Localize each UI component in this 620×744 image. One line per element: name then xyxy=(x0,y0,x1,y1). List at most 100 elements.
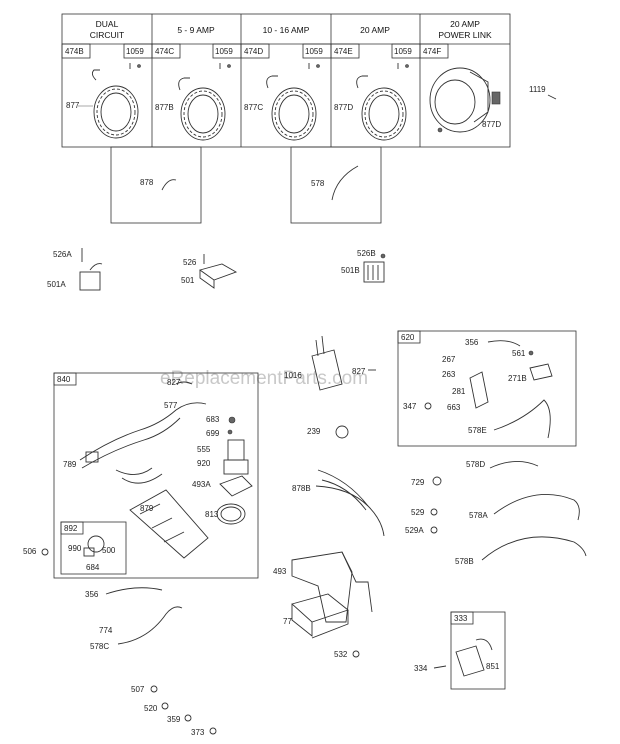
cell-alt-877b: 877B xyxy=(155,103,174,112)
callout-789: 789 xyxy=(63,460,77,469)
header-5-9-amp: 5 - 9 AMP xyxy=(177,25,215,35)
callout-578: 578 xyxy=(311,179,325,188)
callout-506: 506 xyxy=(23,547,37,556)
callout-267: 267 xyxy=(442,355,456,364)
regulator-icon xyxy=(79,248,103,291)
callout-561: 561 xyxy=(512,349,526,358)
box-578 xyxy=(290,146,382,224)
callout-555: 555 xyxy=(197,445,211,454)
cell-code-474e: 474E xyxy=(334,47,353,56)
callout-507: 507 xyxy=(131,685,145,694)
clip-icon xyxy=(430,508,438,516)
callout-920: 920 xyxy=(197,459,211,468)
callout-501: 501 xyxy=(181,276,195,285)
callout-851: 851 xyxy=(486,662,500,671)
cell-code-474c: 474C xyxy=(155,47,174,56)
cell-sub-1059-d: 1059 xyxy=(394,47,412,56)
callout-532: 532 xyxy=(334,650,348,659)
nut-icon xyxy=(150,685,158,693)
screw-icon xyxy=(547,94,557,100)
callout-879: 879 xyxy=(140,504,154,513)
callout-526: 526 xyxy=(183,258,197,267)
cell-code-474b: 474B xyxy=(65,47,84,56)
callout-684: 684 xyxy=(86,563,100,572)
battery-icon xyxy=(291,593,349,639)
callout-529a: 529A xyxy=(405,526,424,535)
stator-icon xyxy=(266,75,317,141)
callout-620: 620 xyxy=(401,333,415,342)
callout-526a: 526A xyxy=(53,250,72,259)
callout-699: 699 xyxy=(206,429,220,438)
cell-sub-1059-c: 1059 xyxy=(305,47,323,56)
callout-520: 520 xyxy=(144,704,158,713)
nut-icon xyxy=(41,548,49,556)
callout-347: 347 xyxy=(403,402,417,411)
callout-729: 729 xyxy=(411,478,425,487)
callout-878: 878 xyxy=(140,178,154,187)
sensor-icon xyxy=(335,425,349,439)
header-20-amp-power-link-line1: 20 AMP xyxy=(450,19,480,29)
callout-683: 683 xyxy=(206,415,220,424)
header-dual-circuit-line1: DUAL xyxy=(96,19,119,29)
cell-sub-1059-b: 1059 xyxy=(215,47,233,56)
box-878 xyxy=(110,146,202,224)
wire-icon xyxy=(489,461,539,469)
screw-icon xyxy=(219,63,231,69)
cell-sub-1059-a: 1059 xyxy=(126,47,144,56)
wire-icon xyxy=(117,606,183,645)
callout-578e: 578E xyxy=(468,426,487,435)
grommet-icon xyxy=(432,476,442,486)
callout-1016: 1016 xyxy=(284,371,302,380)
ignition-module-icon xyxy=(455,638,493,677)
ignition-switch-icon xyxy=(223,416,249,475)
callout-500: 500 xyxy=(102,546,116,555)
bracket-icon xyxy=(219,475,253,497)
callout-577: 577 xyxy=(164,401,178,410)
screw-icon xyxy=(397,63,409,69)
callout-281: 281 xyxy=(452,387,466,396)
callout-356-a: 356 xyxy=(465,338,479,347)
callout-239: 239 xyxy=(307,427,321,436)
callout-990: 990 xyxy=(68,544,82,553)
nut-icon xyxy=(209,727,217,735)
stator-icon xyxy=(178,77,226,141)
callout-77: 77 xyxy=(283,617,292,626)
callout-501a: 501A xyxy=(47,280,66,289)
callout-840: 840 xyxy=(57,375,71,384)
clip-icon xyxy=(430,526,438,534)
callout-493a: 493A xyxy=(192,480,211,489)
callout-663: 663 xyxy=(447,403,461,412)
cell-alt-877d-power-link: 877D xyxy=(482,120,501,129)
alternator-table: DUAL CIRCUIT 5 - 9 AMP 10 - 16 AMP 20 AM… xyxy=(61,13,511,148)
panel-icon xyxy=(129,489,209,559)
screw-icon xyxy=(308,63,320,69)
callout-373: 373 xyxy=(191,728,205,737)
control-bracket-icon xyxy=(291,551,373,623)
wire-icon xyxy=(481,536,587,561)
power-link-alternator-icon xyxy=(429,67,501,133)
callout-356-b: 356 xyxy=(85,590,99,599)
callout-1119: 1119 xyxy=(529,85,546,94)
callout-529: 529 xyxy=(411,508,425,517)
cell-code-474f: 474F xyxy=(423,47,441,56)
header-20-amp: 20 AMP xyxy=(360,25,390,35)
callout-578b: 578B xyxy=(455,557,474,566)
callout-578a: 578A xyxy=(469,511,488,520)
clamp-ring-icon xyxy=(216,503,246,525)
cell-alt-877: 877 xyxy=(66,101,80,110)
throttle-control-icon xyxy=(424,340,553,439)
callout-878b: 878B xyxy=(292,484,311,493)
callout-827-b: 827 xyxy=(352,367,366,376)
box-892 xyxy=(60,521,127,575)
callout-827-a: 827 xyxy=(167,378,181,387)
callout-774: 774 xyxy=(99,626,113,635)
header-20-amp-power-link-line2: POWER LINK xyxy=(438,30,492,40)
nut-icon xyxy=(161,702,169,710)
table-frame xyxy=(61,13,511,148)
callout-813: 813 xyxy=(205,510,219,519)
callout-334: 334 xyxy=(414,664,428,673)
box-333 xyxy=(450,611,506,690)
stator-icon xyxy=(356,75,407,141)
rectifier-icon xyxy=(311,335,343,391)
